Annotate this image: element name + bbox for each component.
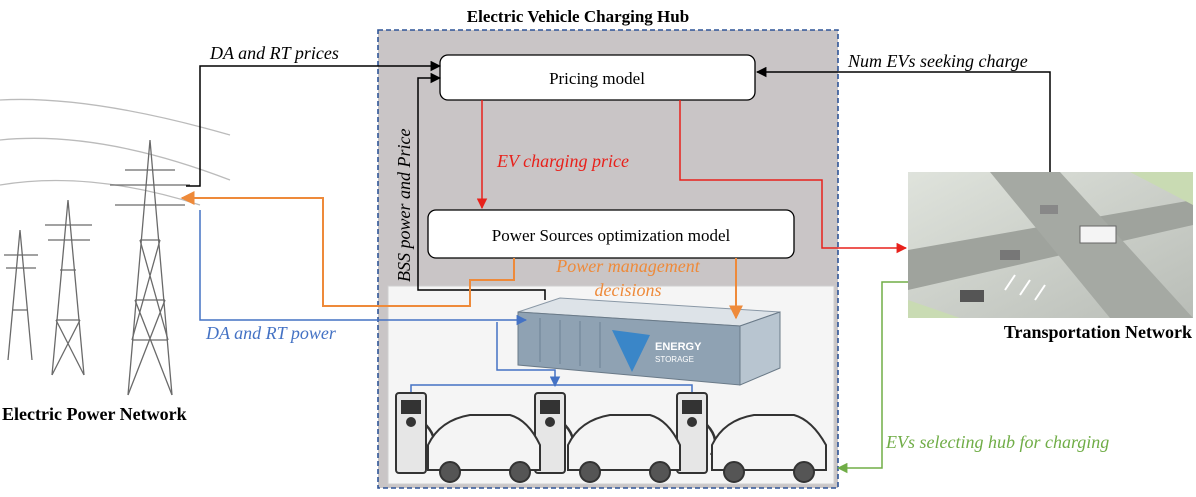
da-rt-power-label: DA and RT power: [205, 323, 337, 343]
num-evs-arrow: [755, 66, 1051, 172]
power-mgmt-label-1: Power management: [555, 256, 700, 276]
power-mgmt-arrow-grid: [180, 191, 515, 307]
energy-storage-label-2: STORAGE: [655, 355, 694, 364]
energy-storage-label-1: ENERGY: [655, 341, 702, 353]
ev-charger-icon: [395, 392, 717, 474]
power-sources-model-box: [427, 209, 795, 259]
da-rt-power-arrow: [199, 210, 528, 326]
evs-selecting-hub-arrow: [836, 281, 908, 474]
hub-title: Electric Vehicle Charging Hub: [467, 7, 689, 26]
power-to-chargers-arrow: [496, 322, 561, 388]
ev-charging-price-arrow-transport: [679, 100, 908, 254]
bss-power-price-arrow: [417, 72, 546, 300]
transportation-network-label: Transportation Network: [1004, 322, 1192, 342]
da-rt-prices-arrow: [186, 60, 442, 187]
energy-storage-unit: ENERGY STORAGE: [517, 297, 781, 386]
pricing-model-label: Pricing model: [549, 69, 645, 88]
charger-bus-line: [410, 384, 693, 392]
transportation-network-image: [908, 172, 1193, 318]
da-rt-prices-label: DA and RT prices: [209, 43, 339, 63]
electric-car-icon: [427, 414, 827, 483]
power-mgmt-label-2: decisions: [595, 280, 662, 300]
power-tower-icon: [0, 98, 231, 396]
ev-charging-price-label: EV charging price: [496, 151, 629, 171]
bss-power-price-label: BSS power and Price: [394, 129, 414, 282]
power-sources-model-label: Power Sources optimization model: [492, 226, 731, 245]
electric-power-network-label: Electric Power Network: [2, 404, 187, 424]
num-evs-label: Num EVs seeking charge: [847, 51, 1028, 71]
evs-selecting-hub-label: EVs selecting hub for charging: [885, 432, 1109, 452]
